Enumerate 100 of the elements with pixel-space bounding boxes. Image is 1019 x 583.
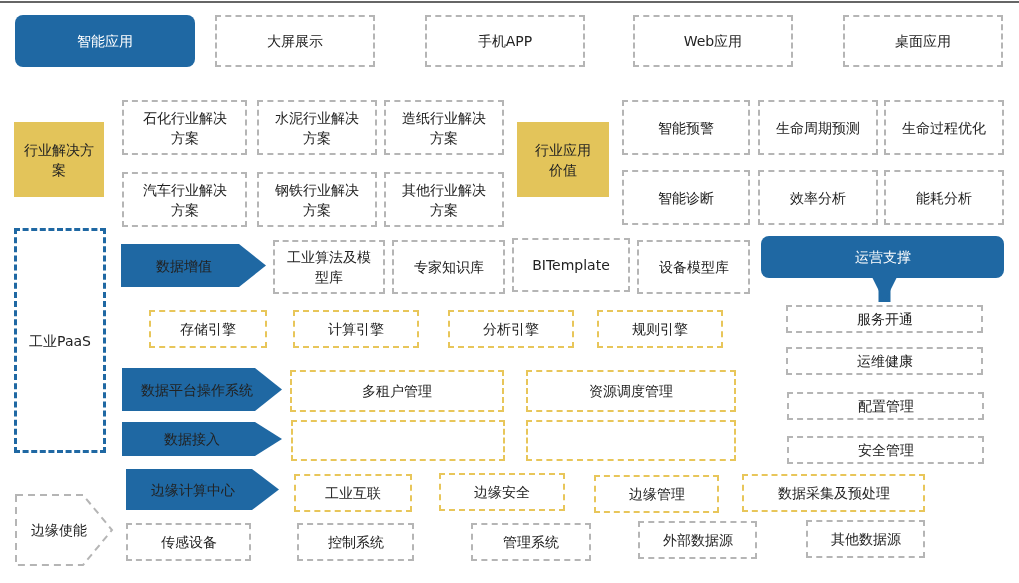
dashed-box — [884, 100, 1004, 155]
node-label: 智能诊断 — [658, 188, 714, 208]
node-label: 传感设备 — [160, 533, 217, 552]
node-label: 大屏展示 — [267, 32, 323, 51]
node-label: 资源调度管理 — [589, 382, 673, 401]
node-label: 运维健康 — [856, 352, 913, 371]
dashed-box — [526, 370, 736, 412]
dashed-box — [293, 310, 419, 348]
dashed-box — [594, 475, 719, 513]
dashed-box — [637, 240, 750, 294]
node-label: 运营支撑 — [854, 248, 911, 267]
chevron-banner — [121, 421, 283, 457]
dashed-box — [215, 15, 375, 67]
node-label: 多租户管理 — [362, 382, 432, 401]
dashed-box — [384, 172, 504, 227]
node-label: 智能预警 — [658, 118, 714, 138]
dashed-box — [884, 170, 1004, 225]
dashed-box — [257, 100, 377, 155]
node-label: 数据采集及预处理 — [777, 484, 890, 503]
node-label: 钢铁行业解决方案 — [275, 180, 359, 220]
node-label: 其他数据源 — [830, 530, 901, 549]
dashed-box — [758, 100, 878, 155]
node-label: 服务开通 — [856, 310, 913, 329]
pentagon-box — [15, 494, 113, 566]
dashed-box — [149, 310, 267, 348]
node-label: 计算引擎 — [328, 320, 384, 339]
dashed-box — [291, 420, 505, 461]
node-label: BITemplate — [532, 256, 610, 275]
dashed-box — [384, 100, 504, 155]
dashed-box — [14, 228, 106, 453]
node-label: 生命过程优化 — [902, 118, 986, 138]
node-label: 工业PaaS — [29, 331, 91, 351]
node-label: 配置管理 — [857, 397, 914, 416]
dashed-box — [742, 474, 925, 512]
node-label: 设备模型库 — [658, 258, 729, 277]
node-label: 边缘使能 — [31, 521, 87, 540]
node-label: 专家知识库 — [413, 258, 484, 277]
dashed-box — [633, 15, 793, 67]
node-label: 其他行业解决方案 — [401, 180, 487, 220]
node-label: 数据接入 — [164, 430, 220, 449]
dashed-box — [392, 240, 505, 294]
node-label: 分析引擎 — [483, 320, 539, 339]
dashed-box — [122, 172, 247, 227]
node-label: 管理系统 — [503, 533, 559, 552]
filled-box — [14, 122, 104, 197]
node-label: 生命周期预测 — [776, 118, 860, 138]
dashed-box — [122, 100, 247, 155]
dashed-box — [471, 523, 591, 561]
dashed-box — [843, 15, 1003, 67]
node-label: 石化行业解决方案 — [141, 108, 228, 148]
dashed-box — [126, 523, 251, 561]
node-label: 外部数据源 — [662, 531, 733, 550]
dashed-box — [297, 523, 414, 561]
dashed-box — [294, 474, 412, 512]
dashed-box — [786, 305, 983, 333]
dashed-box — [257, 172, 377, 227]
node-label: 手机APP — [477, 32, 533, 51]
node-label: 水泥行业解决方案 — [274, 108, 360, 148]
node-label: 工业算法及模型库 — [287, 248, 371, 287]
chevron-banner — [125, 468, 280, 511]
node-label: 智能应用 — [77, 32, 133, 51]
node-label: 控制系统 — [327, 533, 384, 552]
dashed-box — [638, 521, 757, 559]
node-label: 边缘计算中心 — [150, 480, 235, 500]
node-label: 汽车行业解决方案 — [141, 180, 228, 220]
chevron-banner — [120, 243, 267, 288]
dashed-box — [787, 392, 984, 420]
dashed-box — [526, 420, 736, 461]
node-label: 能耗分析 — [916, 188, 972, 208]
filled-box — [517, 122, 609, 197]
dashed-box — [622, 100, 750, 155]
node-label: 安全管理 — [857, 441, 914, 460]
node-label: Web应用 — [683, 32, 743, 51]
dashed-box — [448, 310, 574, 348]
dashed-box — [786, 347, 983, 375]
dashed-box — [273, 240, 385, 294]
rounded-banner — [15, 15, 195, 67]
node-label: 效率分析 — [790, 188, 846, 208]
node-label: 造纸行业解决方案 — [401, 108, 487, 148]
node-label: 行业解决方案 — [23, 140, 95, 180]
dashed-box — [290, 370, 504, 412]
node-label: 边缘管理 — [628, 485, 685, 504]
node-label: 行业应用价值 — [534, 140, 592, 180]
node-label: 数据平台操作系统 — [141, 380, 253, 400]
node-label: 数据增值 — [155, 256, 212, 276]
node-label: 存储引擎 — [180, 320, 236, 339]
dashed-box — [439, 473, 565, 511]
dashed-box — [425, 15, 585, 67]
dashed-box — [512, 238, 630, 292]
dashed-box — [806, 520, 925, 558]
node-label: 桌面应用 — [895, 32, 951, 51]
node-label: 工业互联 — [325, 484, 381, 503]
dashed-box — [597, 310, 723, 348]
dashed-box — [787, 436, 984, 464]
node-label: 边缘安全 — [474, 483, 530, 502]
rounded-banner — [761, 236, 1004, 278]
node-label: 规则引擎 — [632, 320, 688, 339]
dashed-box — [758, 170, 878, 225]
block-arrow — [871, 276, 898, 302]
dashed-box — [622, 170, 750, 225]
